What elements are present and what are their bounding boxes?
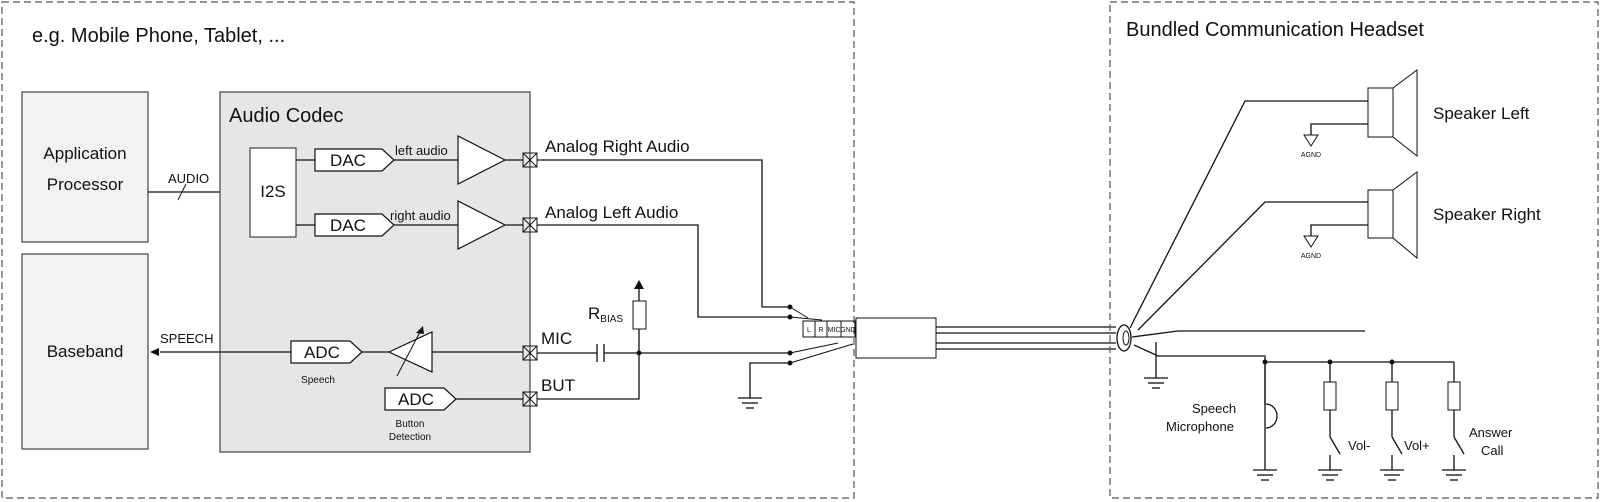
button-detection-caption-line2: Detection bbox=[389, 432, 431, 443]
headset-title: Bundled Communication Headset bbox=[1126, 19, 1424, 41]
vol-minus-resistor bbox=[1323, 381, 1337, 411]
mic-preamp-variable-arrow bbox=[396, 329, 422, 377]
headphone-jack-connector: L R MIC GND bbox=[802, 320, 856, 338]
jack-switch-2 bbox=[789, 316, 823, 321]
answer-call-label-line1: Answer bbox=[1469, 425, 1513, 440]
speaker-left-label: Speaker Left bbox=[1433, 104, 1530, 123]
vol-plus-switch bbox=[1391, 436, 1403, 455]
vol-plus-label: Vol+ bbox=[1404, 438, 1430, 453]
analog-left-audio-label: Analog Left Audio bbox=[545, 203, 678, 222]
i2s-label: I2S bbox=[260, 182, 286, 201]
mobile-device-boundary bbox=[1, 1, 855, 499]
audio-codec-block bbox=[219, 91, 531, 453]
adc-speech-block bbox=[290, 340, 363, 364]
svg-text:MIC: MIC bbox=[828, 327, 841, 334]
speaker-right-wire bbox=[1137, 201, 1368, 331]
speaker-right-ground-wire bbox=[1310, 224, 1368, 236]
dac-left-label: DAC bbox=[330, 151, 366, 170]
speaker-right-label: Speaker Right bbox=[1433, 205, 1541, 224]
svg-text:L: L bbox=[807, 327, 811, 334]
speaker-left-magnet bbox=[1367, 87, 1394, 138]
microphone-label-line1: Speech bbox=[1192, 401, 1236, 416]
amplifier-left-channel bbox=[457, 200, 507, 250]
jack-switch-1 bbox=[789, 306, 809, 319]
analog-right-audio-label: Analog Right Audio bbox=[545, 137, 690, 156]
svg-text:R: R bbox=[818, 327, 823, 334]
plug-body bbox=[855, 317, 937, 359]
jack-switch-3 bbox=[789, 342, 839, 354]
amplifier-right-channel bbox=[457, 135, 507, 185]
answer-call-resistor bbox=[1447, 381, 1461, 411]
adc-button-block bbox=[384, 387, 457, 411]
headset-boundary bbox=[1109, 1, 1599, 499]
speech-output-arrowhead bbox=[150, 348, 159, 356]
cable-core-end bbox=[1122, 330, 1130, 346]
dac-right-label: DAC bbox=[330, 216, 366, 235]
mic-preamp-variable-arrowhead bbox=[416, 326, 424, 334]
application-processor-label-line2: Processor bbox=[47, 175, 124, 194]
answer-call-switch bbox=[1453, 436, 1465, 455]
rbias-resistor bbox=[632, 300, 647, 330]
microphone-icon bbox=[1265, 403, 1278, 429]
pin-mic bbox=[522, 345, 538, 361]
speaker-right-magnet bbox=[1367, 189, 1394, 239]
adc-speech-label: ADC bbox=[304, 343, 340, 362]
left-audio-label: left audio bbox=[395, 143, 448, 158]
vol-minus-label: Vol- bbox=[1348, 438, 1370, 453]
speaker-right-agnd-label: AGND bbox=[1301, 253, 1321, 260]
answer-call-label-line2: Call bbox=[1481, 443, 1504, 458]
speaker-right-icon bbox=[1392, 171, 1418, 260]
speaker-left-icon bbox=[1392, 69, 1418, 158]
rbias-label: RBIAS bbox=[588, 304, 623, 325]
supply-arrow-icon bbox=[634, 280, 644, 289]
right-audio-label: right audio bbox=[390, 208, 451, 223]
analog-right-wire bbox=[537, 159, 790, 308]
vol-minus-switch bbox=[1329, 436, 1341, 455]
button-detection-caption-line1: Button bbox=[396, 419, 425, 430]
adc-speech-caption: Speech bbox=[301, 375, 335, 386]
application-processor-label-line1: Application bbox=[43, 144, 126, 163]
baseband-block bbox=[21, 253, 149, 450]
audio-bus-label: AUDIO bbox=[168, 171, 209, 186]
vol-plus-resistor bbox=[1385, 381, 1399, 411]
jack-switch-4 bbox=[789, 343, 854, 364]
speaker-right-agnd-icon bbox=[1303, 235, 1319, 248]
dac-left-block bbox=[314, 148, 395, 172]
speaker-left-wire bbox=[1129, 100, 1368, 329]
audio-bus-slash bbox=[177, 183, 187, 201]
mic-wire bbox=[1131, 330, 1365, 338]
microphone-label-line2: Microphone bbox=[1166, 419, 1234, 434]
speaker-left-ground-wire bbox=[1310, 123, 1368, 135]
speech-bus-label: SPEECH bbox=[160, 331, 213, 346]
audio-codec-title: Audio Codec bbox=[229, 105, 344, 127]
but-line-wire bbox=[537, 353, 640, 400]
dac-right-block bbox=[314, 213, 395, 237]
analog-left-wire bbox=[537, 224, 790, 318]
svg-text:GND: GND bbox=[840, 327, 856, 334]
i2s-block bbox=[249, 147, 297, 238]
but-pin-label: BUT bbox=[541, 376, 575, 395]
cable-shield-end bbox=[1116, 324, 1132, 352]
speaker-left-agnd-icon bbox=[1303, 134, 1319, 147]
headset-button-wire bbox=[1133, 344, 1266, 405]
baseband-label: Baseband bbox=[47, 342, 124, 361]
speaker-left-agnd-label: AGND bbox=[1301, 152, 1321, 159]
application-processor-block bbox=[21, 91, 149, 243]
mic-pin-label: MIC bbox=[541, 329, 572, 348]
jack-ground-wire bbox=[749, 362, 790, 398]
mobile-device-title: e.g. Mobile Phone, Tablet, ... bbox=[32, 25, 285, 47]
adc-button-label: ADC bbox=[398, 390, 434, 409]
